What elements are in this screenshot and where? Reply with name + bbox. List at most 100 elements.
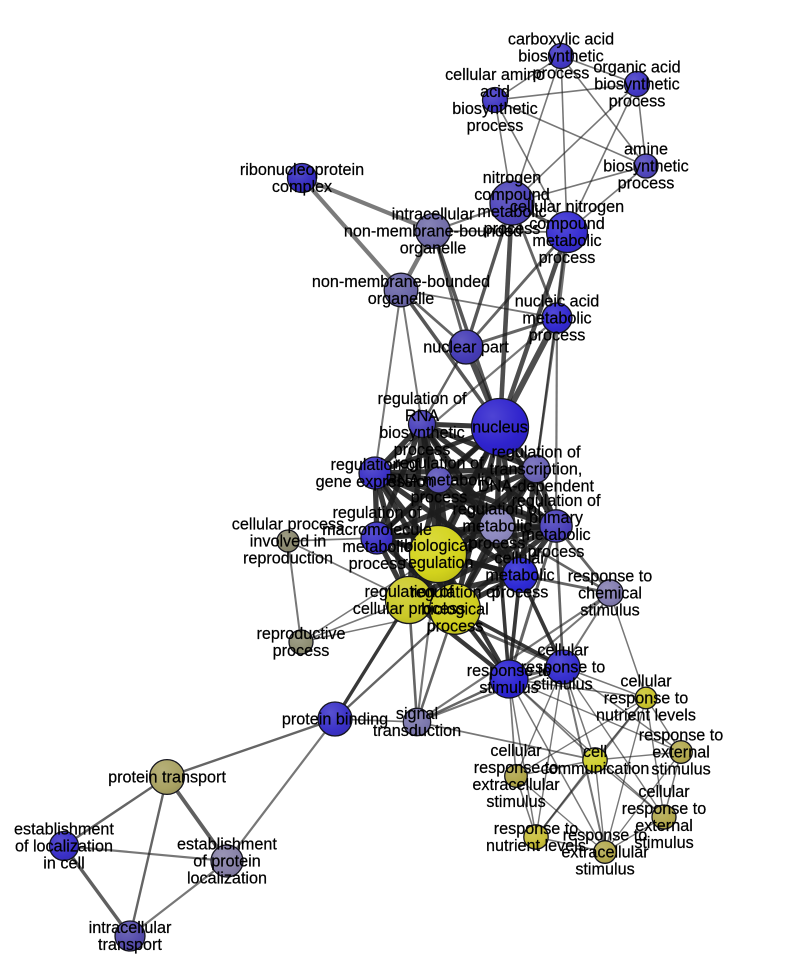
svg-text:metabolic: metabolic xyxy=(342,538,411,556)
svg-text:transport: transport xyxy=(98,936,162,954)
svg-text:metabolic: metabolic xyxy=(462,518,531,536)
svg-text:response to: response to xyxy=(568,568,653,586)
svg-text:process: process xyxy=(539,249,596,267)
svg-text:nucleic acid: nucleic acid xyxy=(515,293,600,311)
svg-text:nucleus: nucleus xyxy=(472,419,528,437)
svg-text:gene expression: gene expression xyxy=(316,473,435,491)
svg-text:macromolecule: macromolecule xyxy=(322,521,432,539)
svg-text:process: process xyxy=(273,642,330,660)
svg-text:communication: communication xyxy=(541,760,650,778)
svg-text:DNA-dependent: DNA-dependent xyxy=(478,478,595,496)
svg-text:process: process xyxy=(411,489,468,507)
svg-text:biosynthetic: biosynthetic xyxy=(518,48,603,66)
svg-text:cellular: cellular xyxy=(490,742,542,760)
svg-text:intracellular: intracellular xyxy=(89,919,172,937)
svg-text:non-membrane-bounded: non-membrane-bounded xyxy=(312,273,490,291)
svg-text:biosynthetic: biosynthetic xyxy=(452,100,537,118)
svg-text:response to: response to xyxy=(604,690,689,708)
svg-text:stimulus: stimulus xyxy=(486,793,545,811)
svg-text:regulation of: regulation of xyxy=(330,456,420,474)
svg-text:external: external xyxy=(652,744,710,762)
svg-text:process: process xyxy=(492,584,549,602)
svg-text:amine: amine xyxy=(624,141,668,159)
svg-text:RNA metabolic: RNA metabolic xyxy=(385,472,492,490)
svg-text:chemical: chemical xyxy=(578,585,642,603)
svg-text:compound: compound xyxy=(474,186,550,204)
svg-text:process: process xyxy=(618,175,675,193)
svg-text:process: process xyxy=(533,65,590,83)
svg-text:response to: response to xyxy=(639,727,724,745)
svg-text:primary: primary xyxy=(529,509,584,527)
svg-text:process: process xyxy=(467,117,524,135)
svg-text:nutrient levels: nutrient levels xyxy=(486,837,586,855)
svg-text:cellular process: cellular process xyxy=(353,600,465,618)
svg-text:metabolic: metabolic xyxy=(532,232,601,250)
svg-text:cellular: cellular xyxy=(638,783,690,801)
svg-text:cellular nitrogen: cellular nitrogen xyxy=(510,198,624,216)
svg-text:response to: response to xyxy=(474,759,559,777)
svg-text:stimulus: stimulus xyxy=(634,834,693,852)
svg-text:regulation of: regulation of xyxy=(452,501,542,519)
svg-text:extracellular: extracellular xyxy=(472,776,560,794)
svg-text:extracellular: extracellular xyxy=(561,844,649,862)
svg-text:cellular amino: cellular amino xyxy=(445,66,545,84)
svg-text:intracellular: intracellular xyxy=(392,206,475,224)
svg-text:reproductive: reproductive xyxy=(256,625,345,643)
svg-text:biological: biological xyxy=(421,601,489,619)
svg-text:regulation of: regulation of xyxy=(394,455,484,473)
svg-text:complex: complex xyxy=(272,178,332,196)
svg-text:regulation of: regulation of xyxy=(410,584,500,602)
svg-text:stimulus: stimulus xyxy=(533,676,592,694)
svg-text:non-membrane-bounded: non-membrane-bounded xyxy=(344,223,522,241)
svg-text:biological: biological xyxy=(404,537,472,555)
svg-text:cellular: cellular xyxy=(537,642,589,660)
svg-text:process: process xyxy=(484,220,541,238)
svg-text:protein binding: protein binding xyxy=(282,711,388,729)
svg-text:process: process xyxy=(528,543,585,561)
svg-text:biosynthetic: biosynthetic xyxy=(379,424,464,442)
svg-text:metabolic: metabolic xyxy=(522,310,591,328)
svg-text:protein transport: protein transport xyxy=(108,769,226,787)
svg-text:regulation of: regulation of xyxy=(364,583,454,601)
svg-text:stimulus: stimulus xyxy=(651,761,710,779)
svg-text:process: process xyxy=(529,327,586,345)
svg-text:biosynthetic: biosynthetic xyxy=(594,76,679,94)
svg-text:metabolic: metabolic xyxy=(485,567,554,585)
svg-text:metabolic: metabolic xyxy=(521,526,590,544)
svg-text:of protein: of protein xyxy=(193,853,261,871)
svg-text:involved in: involved in xyxy=(250,533,327,551)
svg-text:transduction: transduction xyxy=(373,722,461,740)
svg-text:transcription,: transcription, xyxy=(490,461,583,479)
svg-text:establishment: establishment xyxy=(177,836,277,854)
svg-text:ribonucleoprotein: ribonucleoprotein xyxy=(240,161,364,179)
svg-text:regulation of: regulation of xyxy=(491,444,581,462)
svg-text:regulation: regulation xyxy=(402,554,473,572)
svg-text:compound: compound xyxy=(529,215,605,233)
svg-text:nitrogen: nitrogen xyxy=(483,169,542,187)
svg-text:stimulus: stimulus xyxy=(575,861,634,879)
svg-text:response to: response to xyxy=(622,800,707,818)
svg-text:metabolic: metabolic xyxy=(477,203,546,221)
svg-text:cellular: cellular xyxy=(494,550,546,568)
svg-text:cellular process: cellular process xyxy=(232,516,344,534)
svg-text:RNA: RNA xyxy=(405,407,439,425)
svg-text:cellular: cellular xyxy=(620,673,672,691)
svg-text:acid: acid xyxy=(480,83,510,101)
svg-text:process: process xyxy=(609,93,666,111)
svg-text:stimulus: stimulus xyxy=(479,679,538,697)
svg-text:process: process xyxy=(427,618,484,636)
svg-text:in cell: in cell xyxy=(43,855,84,873)
svg-text:establishment: establishment xyxy=(14,821,114,839)
svg-text:organelle: organelle xyxy=(368,290,435,308)
svg-text:external: external xyxy=(635,817,693,835)
svg-text:process: process xyxy=(394,441,451,459)
svg-text:organic acid: organic acid xyxy=(593,59,680,77)
svg-text:biosynthetic: biosynthetic xyxy=(603,158,688,176)
svg-text:reproduction: reproduction xyxy=(243,550,333,568)
svg-text:carboxylic acid: carboxylic acid xyxy=(508,31,614,49)
svg-text:nuclear part: nuclear part xyxy=(423,339,509,357)
svg-text:of localization: of localization xyxy=(15,838,113,856)
svg-text:localization: localization xyxy=(187,870,267,888)
svg-text:cell: cell xyxy=(583,743,607,761)
svg-text:organelle: organelle xyxy=(400,240,467,258)
